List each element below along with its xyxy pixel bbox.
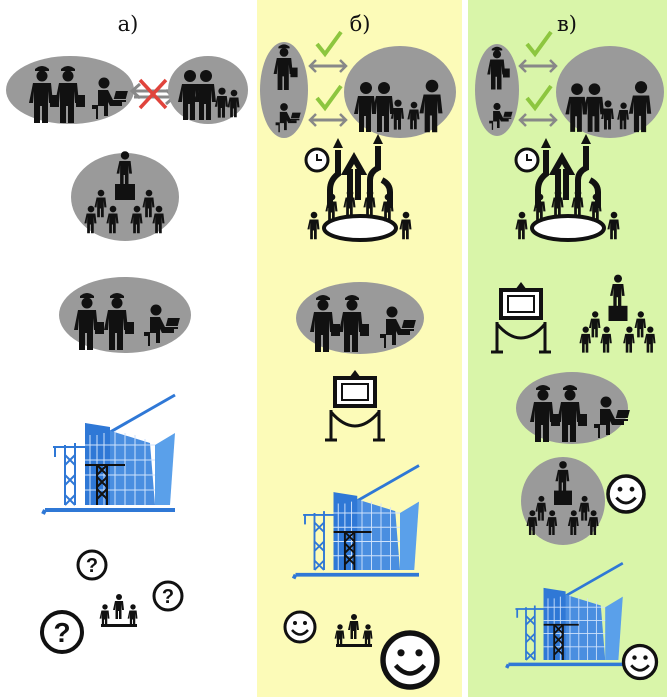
roped-exhibit-icon <box>489 280 553 354</box>
clock-icon <box>514 147 540 173</box>
workers-group-icon <box>59 277 191 353</box>
people-group-icon <box>100 594 138 627</box>
column-label-a: а) <box>117 12 139 36</box>
lecture-presentation-icon <box>521 457 605 545</box>
clock-icon <box>304 147 330 173</box>
crossed-arrow-icon <box>129 78 177 110</box>
column-label-c: в) <box>556 12 577 36</box>
lecture-presentation-icon <box>71 151 179 241</box>
workers-group-icon <box>475 44 519 136</box>
building-crane-icon <box>504 561 625 670</box>
people-group-icon <box>335 614 373 647</box>
smiley-face-icon <box>606 474 646 514</box>
building-crane-icon <box>41 393 177 516</box>
smiley-face-icon <box>283 610 317 644</box>
question-mark-icon <box>40 549 184 654</box>
family-group-icon <box>556 46 664 138</box>
workers-group-icon <box>6 56 134 124</box>
question-mark-label: ? <box>53 617 70 648</box>
building-crane-icon <box>291 463 421 581</box>
smiley-face-icon <box>383 633 437 687</box>
workers-group-icon <box>516 372 630 444</box>
workers-group-icon <box>296 282 424 354</box>
roped-exhibit-icon <box>323 368 387 442</box>
check-arrow-icon <box>308 30 348 127</box>
column-label-b: б) <box>349 12 371 36</box>
family-group-icon <box>168 56 248 124</box>
workers-group-icon <box>260 42 308 138</box>
question-mark-label: ? <box>86 555 98 577</box>
question-mark-label: ? <box>162 586 174 608</box>
check-arrow-icon <box>518 30 558 127</box>
lecture-presentation-icon <box>579 275 655 353</box>
family-group-icon <box>344 46 456 138</box>
smiley-face-icon <box>621 643 659 681</box>
